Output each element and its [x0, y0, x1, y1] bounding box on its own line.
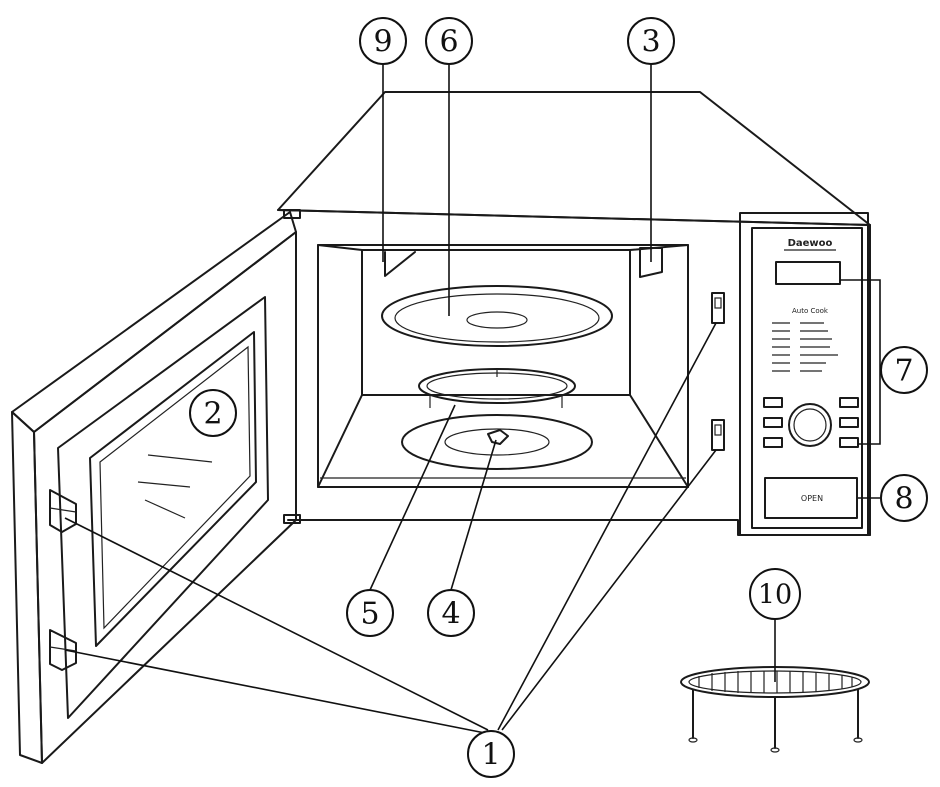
svg-text:4: 4	[441, 597, 460, 632]
svg-text:1: 1	[481, 738, 500, 773]
roller-ring	[418, 368, 576, 408]
svg-text:8: 8	[894, 482, 913, 517]
control-dial	[788, 403, 832, 447]
svg-text:7: 7	[894, 354, 913, 389]
auto-cook-menu-lines	[772, 322, 838, 372]
panel-buttons	[763, 397, 859, 448]
microwave-body	[277, 91, 871, 536]
cavity-corner-mark	[384, 251, 416, 277]
glass-tray	[381, 285, 613, 347]
svg-text:9: 9	[373, 25, 392, 60]
svg-text:3: 3	[641, 25, 660, 60]
waveguide-cover	[639, 247, 663, 278]
svg-text:5: 5	[360, 597, 379, 632]
control-panel	[739, 212, 869, 536]
auto-cook-label: Auto Cook	[792, 307, 829, 315]
turntable-floor	[401, 414, 593, 470]
callout-1: 1	[467, 730, 515, 778]
callout-2: 2	[189, 389, 237, 437]
leader-lines	[64, 64, 881, 734]
callout-9: 9	[359, 17, 407, 65]
callout-3: 3	[627, 17, 675, 65]
open-button-label: OPEN	[801, 494, 823, 503]
door-window-glass	[89, 331, 257, 647]
callout-10: 10	[749, 568, 801, 620]
callout-7: 7	[880, 346, 928, 394]
grill-rack	[680, 666, 870, 753]
callout-8: 8	[880, 474, 928, 522]
oven-cavity	[317, 244, 689, 488]
callout-5: 5	[346, 589, 394, 637]
svg-text:6: 6	[439, 25, 458, 60]
callout-4: 4	[427, 589, 475, 637]
door	[11, 209, 301, 764]
door-latch-hooks	[49, 489, 77, 671]
brand-logo: Daewoo	[788, 238, 833, 249]
turntable-coupler	[487, 429, 509, 445]
callout-6: 6	[425, 17, 473, 65]
door-latch-holes	[711, 292, 725, 451]
display-window	[775, 261, 841, 285]
svg-text:10: 10	[758, 580, 792, 611]
svg-text:2: 2	[203, 397, 222, 432]
open-button	[764, 477, 858, 519]
